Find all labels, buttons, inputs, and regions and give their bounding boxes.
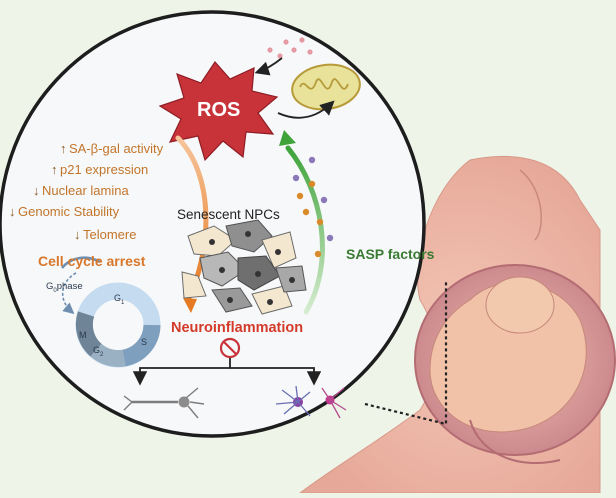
branch-arrow-neuron bbox=[132, 358, 231, 386]
marker-telomere: ↓Telomere bbox=[74, 227, 137, 242]
g1-phase-label: G1 bbox=[114, 293, 125, 306]
g2-phase-label: G2 bbox=[93, 345, 104, 358]
inhibition-icon bbox=[219, 337, 241, 359]
green-arc bbox=[285, 145, 325, 315]
s-phase-label: S bbox=[141, 337, 148, 347]
sasp-particles bbox=[292, 156, 334, 258]
neuroinflammation-label: Neuroinflammation bbox=[171, 320, 304, 336]
mitochondria-icon bbox=[291, 63, 361, 111]
ros-particles bbox=[267, 37, 313, 59]
down-arrow-icon: ↓ bbox=[9, 204, 16, 219]
microglia-icon bbox=[275, 385, 347, 419]
neuron-icon bbox=[123, 387, 205, 419]
g0-entry-arrow bbox=[61, 272, 77, 315]
up-arrow-icon: ↑ bbox=[60, 141, 67, 156]
marker-p21: ↑p21 expression bbox=[51, 162, 149, 177]
pregnant-woman-illustration bbox=[298, 155, 616, 494]
mito-to-ros-arrow bbox=[254, 57, 283, 76]
ros-burst-icon bbox=[158, 61, 279, 162]
up-arrow-icon: ↑ bbox=[51, 162, 58, 177]
ros-label: ROS bbox=[197, 99, 241, 121]
g0-phase-label: G0phase bbox=[46, 281, 83, 294]
cell-cycle-wheel bbox=[75, 282, 161, 368]
senescent-npc-cells bbox=[181, 219, 307, 315]
sasp-factors-label: SASP factors bbox=[346, 246, 435, 262]
senescent-npcs-label: Senescent NPCs bbox=[177, 207, 280, 222]
branch-arrow-glia bbox=[230, 367, 322, 386]
marker-nuclear-lamina: ↓Nuclear lamina bbox=[33, 183, 129, 198]
marker-sa-beta-gal: ↑SA-β-gal activity bbox=[60, 141, 164, 156]
m-phase-label: M bbox=[79, 330, 87, 340]
green-arrowhead bbox=[279, 130, 296, 146]
orange-arrowhead bbox=[183, 298, 197, 313]
marker-genomic-stability: ↓Genomic Stability bbox=[9, 204, 120, 219]
fetus-head bbox=[485, 276, 555, 334]
g0-exit-arrow bbox=[60, 256, 101, 269]
cell-cycle-arrest-label: Cell cycle arrest bbox=[38, 253, 146, 269]
down-arrow-icon: ↓ bbox=[74, 227, 81, 242]
ros-to-mito-arrow bbox=[277, 100, 335, 119]
down-arrow-icon: ↓ bbox=[33, 183, 40, 198]
